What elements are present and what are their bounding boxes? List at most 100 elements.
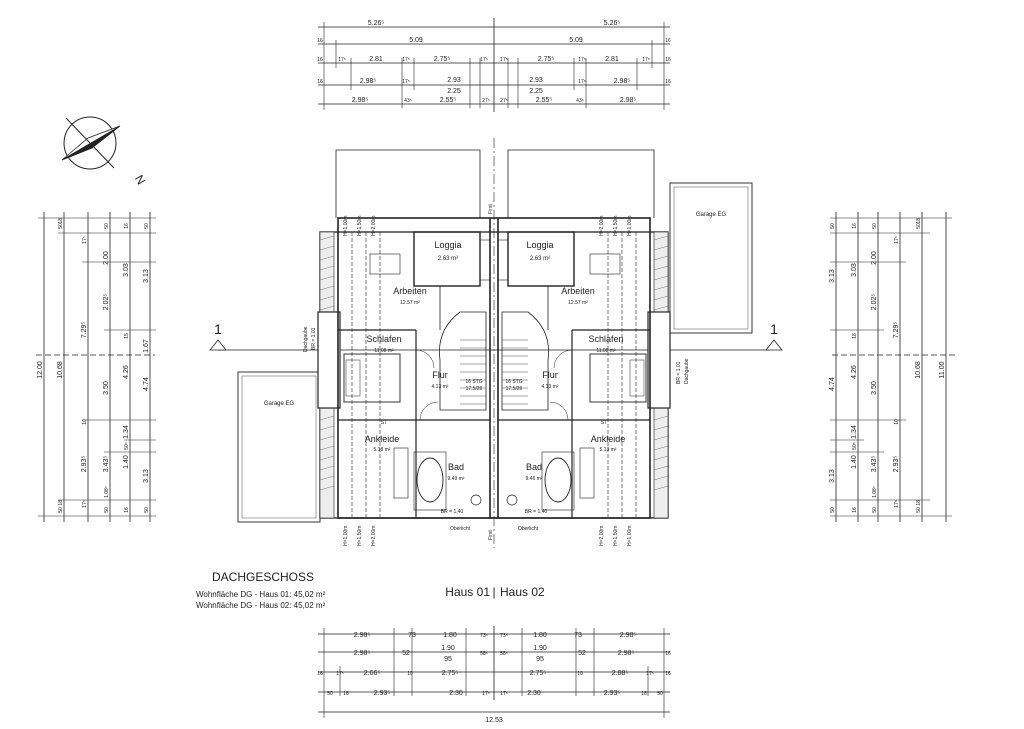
dim-label: 2.93⁵ — [604, 690, 621, 697]
dim-label: 73⁵ — [480, 633, 488, 639]
right-dim-text: 50 3.13 4.74 3.13 50 16 3.03 18 4.26 1.3… — [829, 218, 946, 513]
dim-label: 1.80 — [533, 632, 547, 639]
dim-label: 50⁵ — [124, 442, 130, 450]
dachgaube-br: BR = 1,01 — [311, 327, 317, 350]
stair-label: 17,5/26 — [506, 386, 523, 392]
dim-label: 3.13 — [143, 469, 150, 483]
dim-label: 2.93⁵ — [81, 456, 88, 473]
dim-label: 17⁵ — [642, 57, 650, 63]
north-label: N — [132, 173, 148, 188]
dim-label: 1.67 — [143, 339, 150, 353]
garage-right-shape — [669, 182, 753, 334]
dim-label: 17⁵ — [336, 671, 344, 677]
height-label: H=1,50m — [357, 216, 363, 236]
first-label: First — [488, 204, 494, 214]
top-dim-text: 5.26⁵ 5.26⁵ 16 5.09 5.09 16 16 17⁵ 2.81 … — [317, 20, 671, 104]
dim-label: 3.03 — [123, 263, 130, 277]
dim-label: 3.50 — [871, 381, 878, 395]
st-label: ST — [381, 420, 387, 426]
dim-label: 2.00 — [103, 251, 110, 265]
room-area: 12.57 m² — [400, 300, 420, 306]
dim-label: 1.80 — [443, 632, 457, 639]
room-name: Arbeiten — [393, 286, 427, 296]
room-area: 5.18 m² — [374, 447, 391, 453]
height-label: H=1,50m — [613, 216, 619, 236]
dim-label: 50 — [104, 223, 110, 229]
room-name: Ankleide — [365, 434, 400, 444]
dim-label: 17⁵ — [402, 79, 410, 85]
room-area: 9.46 m² — [526, 476, 543, 482]
dim-label: 18 — [916, 500, 922, 506]
dim-label: 18 — [58, 218, 64, 224]
garage-label: Garage EG — [696, 212, 727, 218]
upper-terraces — [335, 138, 655, 548]
dim-label: 2.98⁵ — [620, 632, 637, 639]
dim-label: 50 — [144, 223, 150, 229]
dim-label: 2.02⁵ — [103, 294, 110, 311]
dim-label: 12.00 — [37, 361, 44, 379]
dim-label: 17⁵ — [482, 691, 490, 697]
room-name: Schlafen — [366, 334, 401, 344]
dim-label: 5.09 — [569, 37, 583, 44]
dim-label: 16 — [317, 57, 323, 63]
dim-label: 1.34 — [123, 425, 130, 439]
dim-label: 17⁵ — [894, 236, 900, 244]
dim-label: 18 — [852, 333, 858, 339]
dim-label: 50 — [872, 223, 878, 229]
dim-label: 50 — [872, 507, 878, 513]
dim-label: 17⁵ — [578, 79, 586, 85]
dim-label: 2.93⁵ — [374, 690, 391, 697]
dim-label: 2.98⁵ — [618, 650, 635, 657]
height-label: H=1,50m — [613, 526, 619, 546]
room-area: 9.49 m² — [448, 476, 465, 482]
bottom-dimension-chains — [318, 626, 670, 718]
dim-label: 17⁵ — [646, 671, 654, 677]
dim-label: 10 — [82, 419, 88, 425]
dim-label: 1.34 — [851, 425, 858, 439]
dim-label: 16 — [317, 38, 323, 44]
bottom-dim-text: 2.98⁵ 73 1.80 73⁵ 73⁵ 1.80 73 2.98⁵ 2.98… — [317, 632, 671, 724]
room-name: Bad — [526, 462, 542, 472]
dim-label: 7.29⁵ — [893, 322, 900, 339]
dim-label: 16 — [124, 223, 130, 229]
building-outline — [317, 217, 671, 519]
oberlicht-label: Oberlicht — [450, 526, 471, 532]
dim-label: 73 — [408, 632, 416, 639]
dachgaube-br: BR = 1,01 — [676, 361, 682, 384]
room-name: Flur — [542, 370, 558, 380]
dim-label: 10 — [894, 419, 900, 425]
dim-label: 10.68 — [57, 361, 64, 379]
dim-label: 3.50 — [103, 381, 110, 395]
dim-label: 27⁵ — [500, 98, 508, 104]
dim-label: 43⁵ — [576, 98, 584, 104]
dim-label: 2.98⁵ — [352, 97, 369, 104]
dim-label: 95 — [536, 656, 544, 663]
dim-label: 17⁵ — [82, 500, 88, 508]
dim-label: 11.00 — [939, 361, 946, 378]
first-label: First — [488, 530, 494, 540]
dim-label: 17⁵ — [402, 57, 410, 63]
dim-label: 50 — [58, 223, 64, 229]
dim-label: 2.98⁵ — [620, 97, 637, 104]
height-label: H=2,00m — [371, 526, 377, 546]
dim-label: 4.74 — [829, 377, 836, 391]
dim-label: 5.26⁵ — [604, 20, 621, 27]
br-note: BR = 1,40 — [525, 509, 548, 515]
dim-label: 4.26 — [123, 365, 130, 379]
room-area: 4.13 m² — [432, 384, 449, 390]
dim-label: 16 — [317, 79, 323, 85]
height-label: H=1,00m — [343, 526, 349, 546]
dim-label: 2.25 — [529, 88, 543, 95]
dim-label: 10.68 — [915, 361, 922, 379]
dim-label: 2.75⁵ — [434, 56, 451, 63]
dim-label: 5.26⁵ — [368, 20, 385, 27]
dim-label: 16 — [124, 507, 130, 513]
dim-label: 15 — [124, 333, 130, 339]
dim-label: 3.43⁵ — [103, 456, 110, 473]
drawing-title: DACHGESCHOSS — [212, 570, 314, 584]
compass-icon — [61, 116, 121, 170]
dim-label: 10 — [407, 671, 413, 677]
dim-label: 17⁵ — [500, 57, 508, 63]
dachgaube-label: Dachgaube — [303, 326, 309, 352]
